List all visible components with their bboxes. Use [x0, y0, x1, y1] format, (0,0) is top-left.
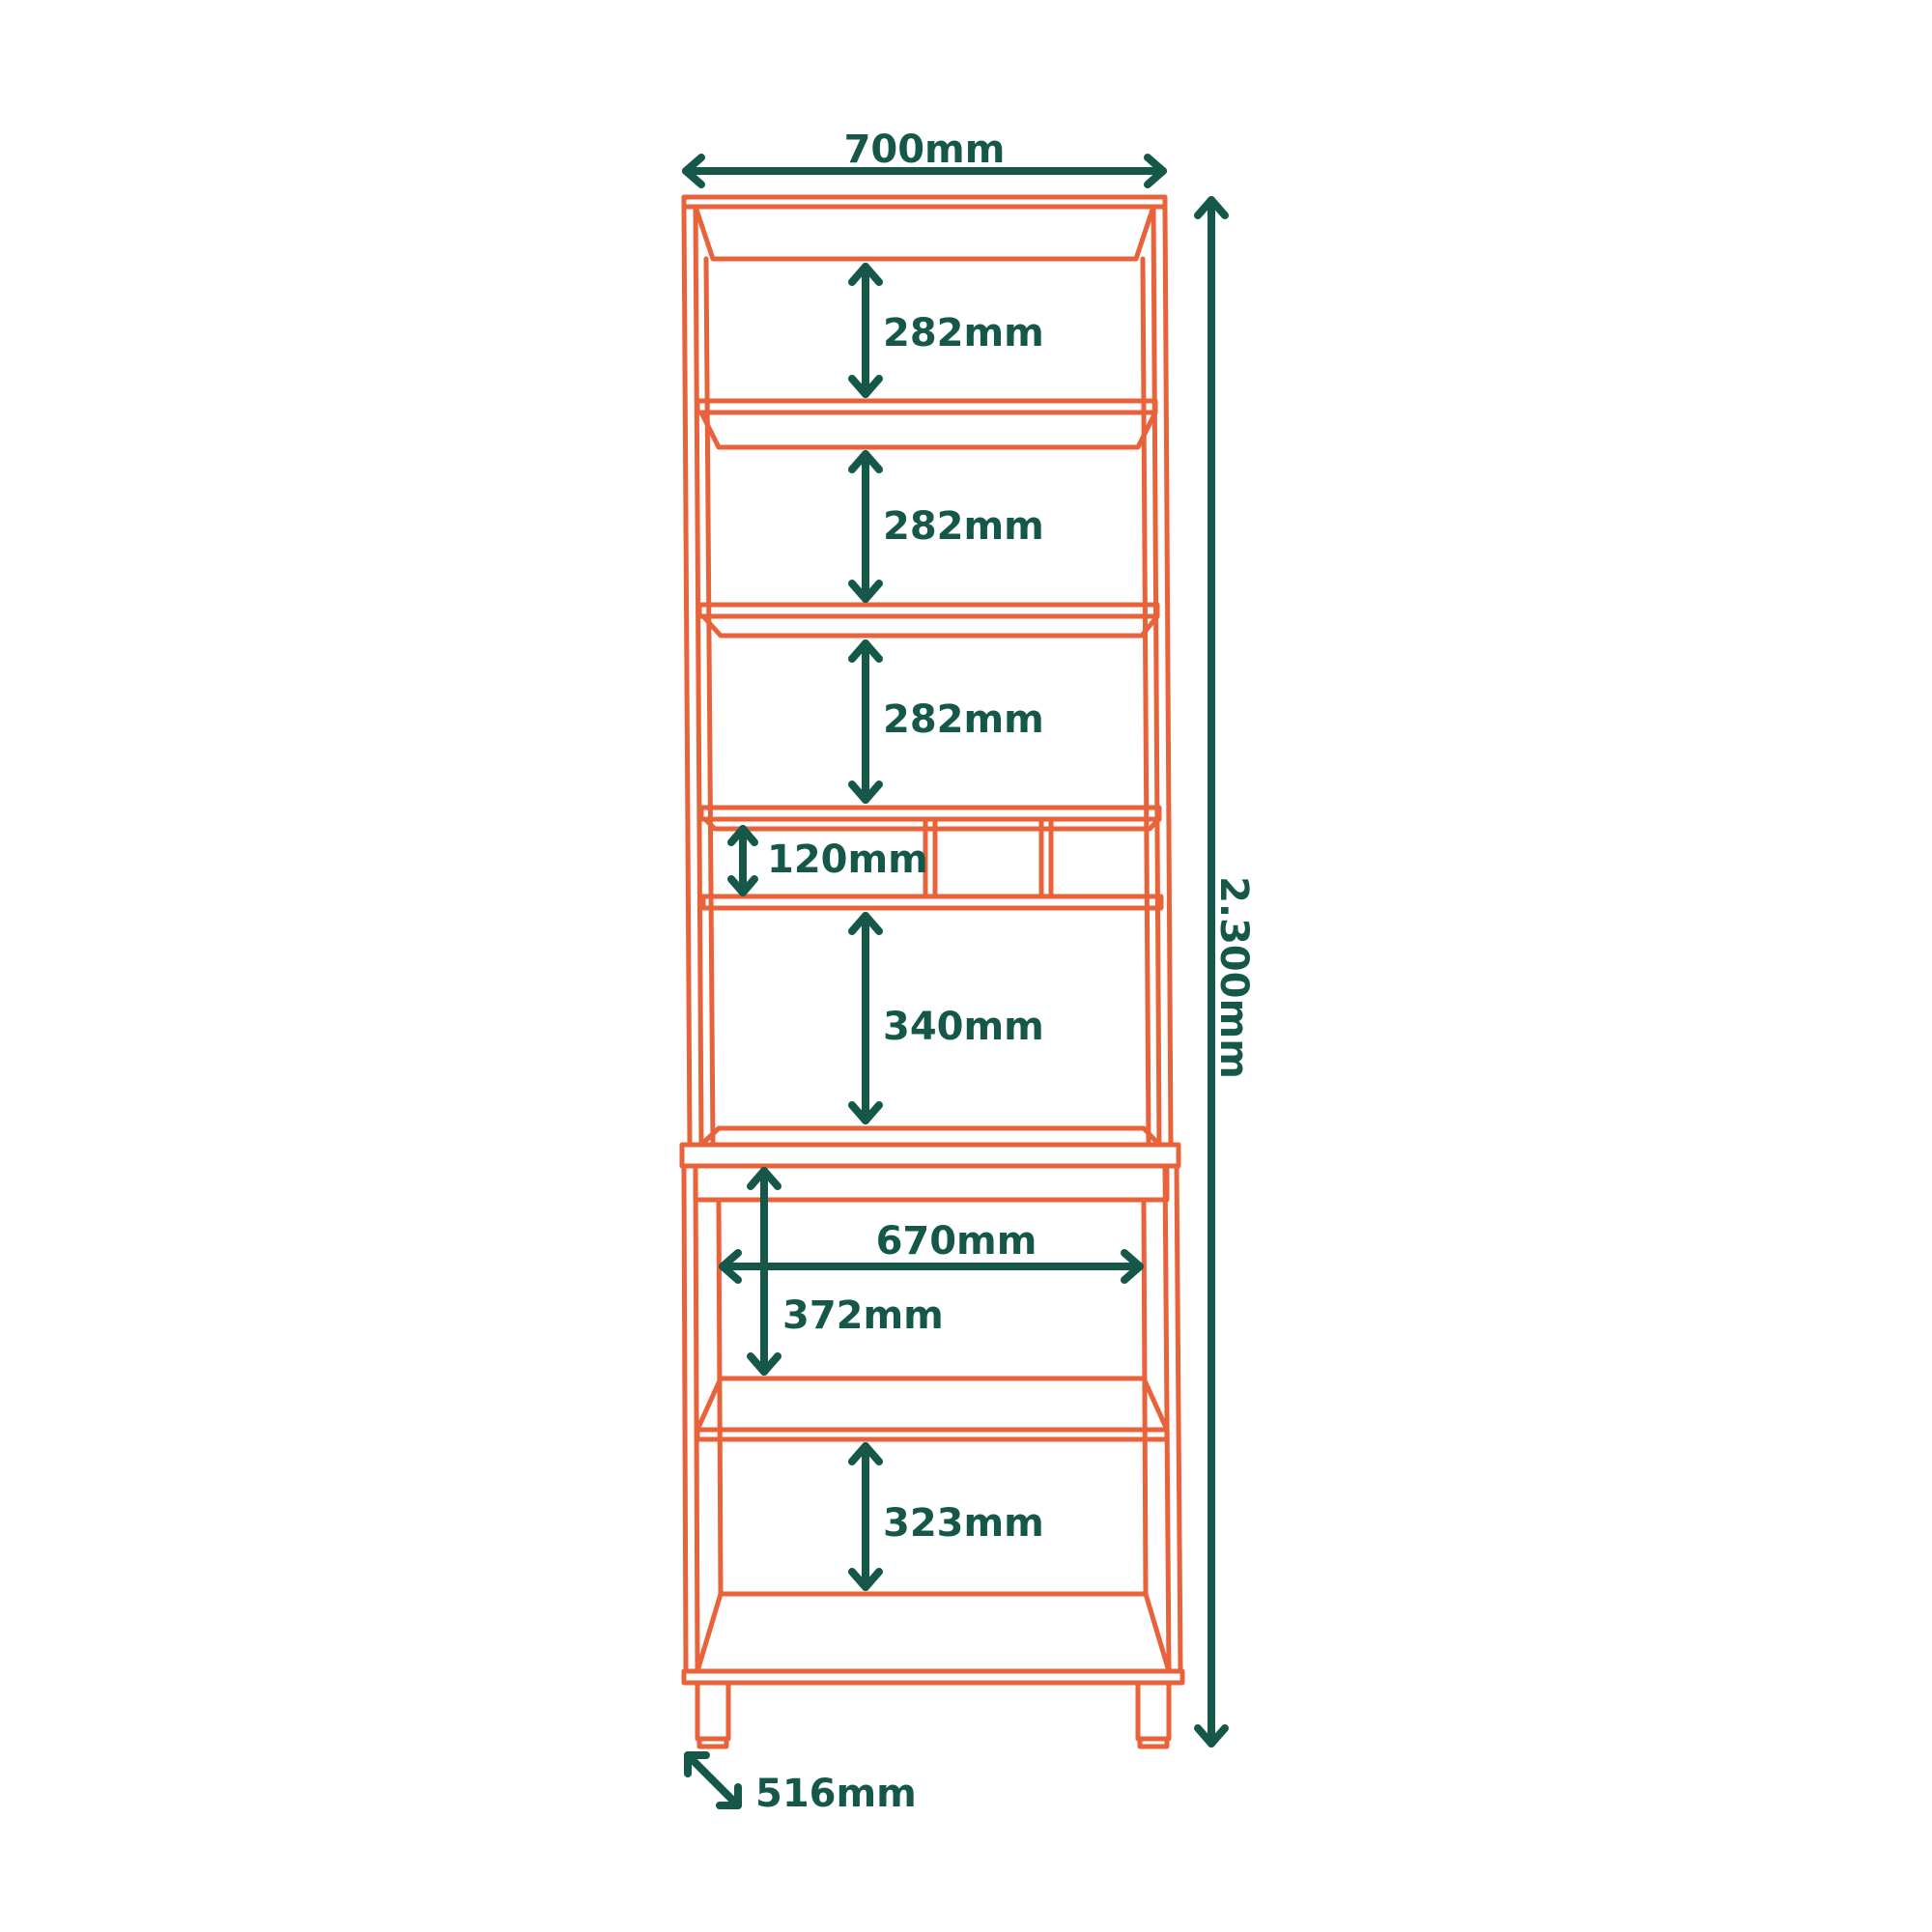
- cabinet-width-arrow: [719, 1249, 1144, 1284]
- cabinet-width-label: 670mm: [876, 1219, 1037, 1264]
- shelf-4: [700, 894, 1164, 911]
- bottom-shelf-arrow: [848, 1442, 883, 1591]
- cabinet-shelf: [695, 1376, 1170, 1442]
- overall-width-arrow: [682, 154, 1167, 188]
- counter-top: [679, 1142, 1181, 1169]
- shelf-2-arrow: [848, 450, 883, 603]
- overall-width-label: 700mm: [844, 128, 1006, 172]
- shelving-unit-frame: [679, 194, 1185, 1749]
- shelf-1: [695, 398, 1158, 450]
- top-back-panel: [693, 204, 1156, 262]
- open-space-arrow: [848, 912, 883, 1124]
- cabinet-height-label: 372mm: [782, 1293, 944, 1338]
- legs: [695, 1680, 1172, 1749]
- shelf-3-arrow: [848, 639, 883, 804]
- lower-right-side: [1141, 1163, 1183, 1672]
- shelf-3-height-label: 282mm: [883, 697, 1044, 742]
- depth-arrow: [684, 1751, 742, 1809]
- right-leg-foot: [1137, 1736, 1170, 1749]
- upper-right-post: [1140, 204, 1174, 1148]
- top-cap: [681, 194, 1168, 210]
- shelf-1-height-label: 282mm: [883, 311, 1044, 355]
- shelf-2-height-label: 282mm: [883, 504, 1044, 549]
- shelf-2: [696, 602, 1160, 639]
- bottom-shelf-height-label: 323mm: [883, 1501, 1044, 1546]
- bottom-shelf: [681, 1591, 1185, 1686]
- left-leg-foot: [696, 1736, 729, 1749]
- cubby-arrow: [727, 825, 758, 896]
- cabinet-height-arrow: [747, 1167, 781, 1376]
- overall-height-label: 2.300mm: [1211, 876, 1256, 1079]
- counter-back: [698, 1125, 1162, 1148]
- upper-left-post: [681, 204, 716, 1148]
- left-leg: [695, 1680, 731, 1742]
- cubby-height-label: 120mm: [767, 838, 928, 882]
- shelf-1-arrow: [848, 263, 883, 398]
- dimension-lines: [682, 154, 1229, 1809]
- right-leg: [1135, 1680, 1172, 1742]
- open-space-height-label: 340mm: [883, 1005, 1044, 1049]
- depth-label: 516mm: [755, 1772, 917, 1816]
- dimension-labels: 700mm 2.300mm 282mm 282mm 282mm 120mm 34…: [755, 128, 1256, 1816]
- counter-apron: [693, 1163, 1170, 1203]
- overall-height-arrow: [1194, 196, 1229, 1747]
